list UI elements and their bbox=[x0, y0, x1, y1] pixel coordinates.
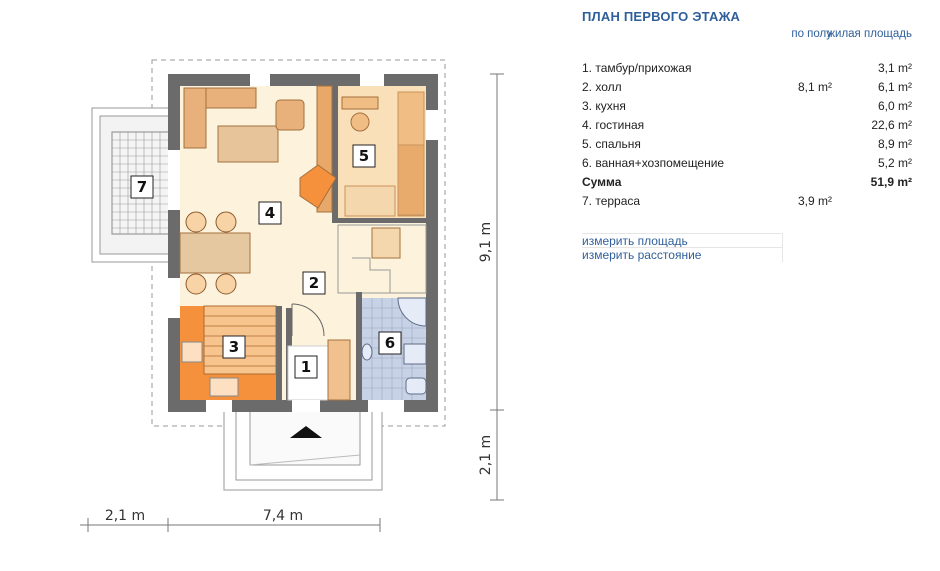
room-number-7: 7 bbox=[137, 178, 147, 196]
floor-plan: 1 2 3 4 5 6 7 2,1 m 7,4 m 9,1 m 2,1 m bbox=[80, 59, 504, 532]
entrance-arrow bbox=[290, 426, 322, 438]
room-number-5: 5 bbox=[359, 147, 369, 165]
room-number-6: 6 bbox=[385, 334, 395, 352]
room-number-3: 3 bbox=[229, 338, 239, 356]
measure-distance-link[interactable]: измерить расстояние bbox=[582, 247, 783, 262]
room-labels: 1 2 3 4 5 6 7 bbox=[130, 144, 402, 379]
table-row: 7. терраса 3,9 m² bbox=[582, 194, 832, 208]
dining-table bbox=[179, 232, 251, 274]
table-row: 4. гостиная 22,6 m² bbox=[582, 118, 912, 132]
column-floor-header: по полу bbox=[791, 28, 832, 40]
dim-height-lower: 2,1 m bbox=[478, 435, 494, 475]
room-number-1: 1 bbox=[301, 358, 311, 376]
coffee-table bbox=[217, 125, 279, 163]
table-row: 2. холл 8,1 m² 6,1 m² bbox=[582, 80, 912, 94]
porch bbox=[223, 409, 383, 491]
room-number-2: 2 bbox=[309, 274, 319, 292]
measure-area-link[interactable]: измерить площадь bbox=[582, 233, 783, 248]
dimension-lines bbox=[80, 73, 504, 532]
table-row: 5. спальня 8,9 m² bbox=[582, 137, 912, 151]
table-row-total: Сумма 51,9 m² bbox=[582, 175, 912, 189]
table-row: 1. тамбур/прихожая 3,1 m² bbox=[582, 61, 912, 75]
dim-width-main: 7,4 m bbox=[263, 508, 303, 524]
armchair bbox=[275, 99, 305, 131]
dim-width-left: 2,1 m bbox=[105, 508, 145, 524]
room-number-4: 4 bbox=[265, 204, 275, 222]
column-living-header: жилая площадь bbox=[827, 28, 912, 40]
stairs bbox=[337, 224, 427, 294]
area-table: ПЛАН ПЕРВОГО ЭТАЖА по полу жилая площадь… bbox=[560, 0, 930, 300]
plan-title: ПЛАН ПЕРВОГО ЭТАЖА bbox=[582, 9, 741, 24]
table-row: 3. кухня 6,0 m² bbox=[582, 99, 912, 113]
table-row: 6. ванная+хозпомещение 5,2 m² bbox=[582, 156, 912, 170]
dim-height-main: 9,1 m bbox=[478, 222, 494, 262]
